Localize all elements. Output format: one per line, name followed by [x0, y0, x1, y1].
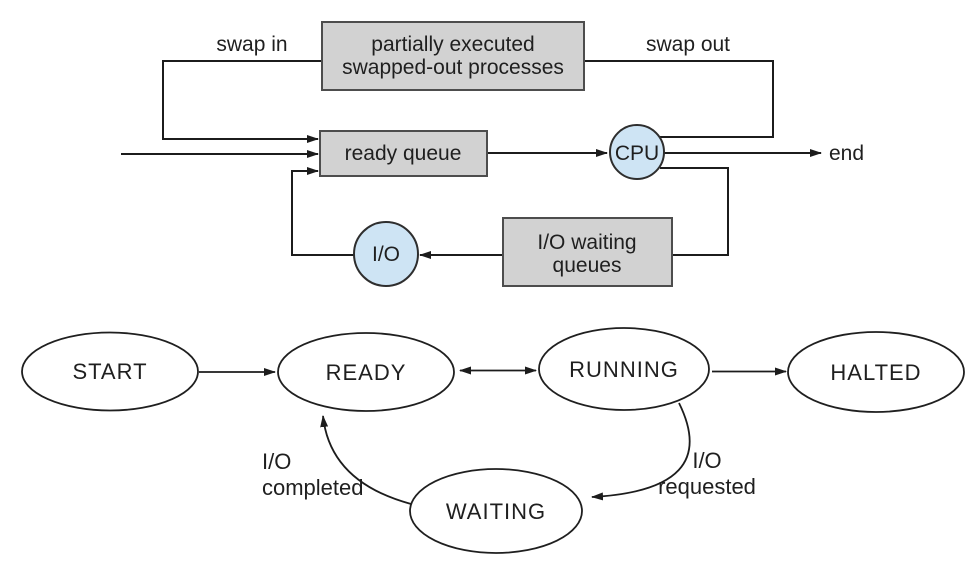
state-running-ellipse [538, 327, 710, 411]
io-waiting-queues-label-line1: I/O waiting [537, 231, 636, 254]
ready-queue-label: ready queue [345, 142, 462, 165]
cpu-to-io-queues-line [660, 167, 729, 256]
state-waiting-label: WAITING [446, 499, 546, 524]
io-completed-label-line2: completed [262, 475, 364, 500]
ready-queue-box [319, 130, 488, 177]
io-circle [353, 221, 419, 287]
swapped-processes-label-line2: swapped-out processes [342, 56, 564, 79]
queueing-diagram: partially executed swapped-out processes… [121, 21, 864, 287]
cpu-label: CPU [615, 142, 659, 165]
state-diagram: START READY RUNNING HALTED WAITING I/O c… [21, 327, 965, 554]
swap-in-arrow [162, 60, 322, 143]
io-label: I/O [372, 243, 400, 266]
swap-in-label: swap in [216, 33, 287, 56]
swapped-processes-box [321, 21, 585, 91]
state-running-label: RUNNING [569, 357, 679, 382]
state-halted-label: HALTED [830, 360, 921, 385]
io-requested-label-line1: I/O [692, 448, 721, 473]
state-waiting-ellipse [409, 468, 583, 554]
state-start-label: START [72, 359, 147, 384]
io-to-ready-arrow [291, 167, 354, 256]
cpu-circle [609, 124, 665, 180]
state-start-ellipse [21, 331, 199, 412]
swap-out-label: swap out [646, 33, 730, 56]
state-ready-label: READY [326, 360, 407, 385]
state-halted-ellipse [787, 331, 965, 413]
io-requested-label-line2: requested [658, 474, 756, 499]
swap-out-line [584, 60, 774, 138]
io-completed-label-line1: I/O [262, 449, 291, 474]
end-label: end [829, 142, 864, 165]
io-waiting-queues-box [502, 217, 673, 287]
waiting-to-ready-arrow [320, 415, 412, 505]
running-to-waiting-arrow [591, 402, 691, 501]
state-ready-ellipse [277, 332, 455, 412]
swapped-processes-label-line1: partially executed [371, 33, 534, 56]
io-waiting-queues-label-line2: queues [553, 254, 622, 277]
